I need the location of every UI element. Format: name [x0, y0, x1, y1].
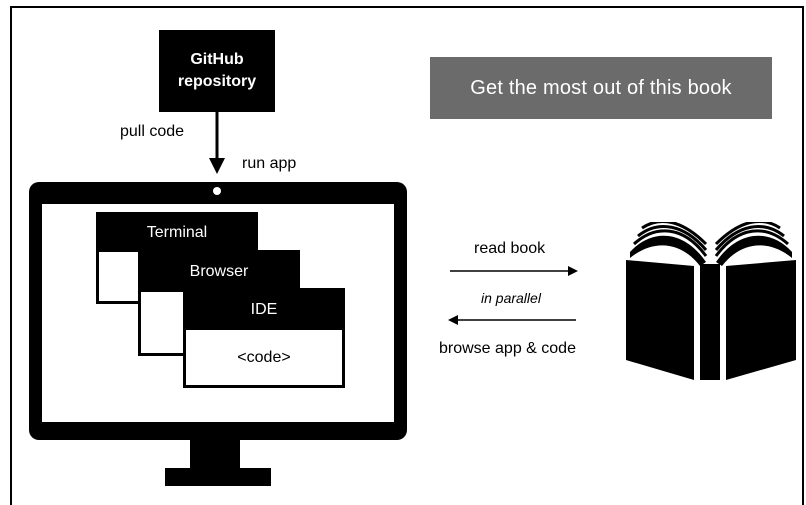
browse-app-label: browse app & code	[439, 340, 576, 357]
ide-title: IDE	[185, 290, 343, 330]
terminal-title: Terminal	[98, 214, 256, 252]
open-book-icon	[626, 222, 796, 380]
desktop-monitor-icon: Terminal Browser IDE <code>	[29, 182, 407, 440]
read-book-arrow	[450, 266, 578, 276]
github-repository-box: GitHub repository	[159, 30, 275, 112]
ide-window: IDE <code>	[183, 288, 345, 388]
github-label-line2: repository	[177, 73, 257, 90]
pull-code-arrow	[209, 112, 225, 174]
github-label-line1: GitHub	[190, 51, 244, 68]
monitor-screen: Terminal Browser IDE <code>	[42, 204, 394, 422]
monitor-base	[165, 468, 271, 486]
in-parallel-label: in parallel	[481, 290, 541, 306]
code-placeholder: <code>	[237, 349, 291, 366]
monitor-neck	[190, 440, 240, 470]
camera-dot	[213, 187, 221, 195]
pull-code-label: pull code	[120, 123, 185, 140]
read-book-label: read book	[474, 240, 546, 257]
browse-app-arrow	[448, 315, 576, 325]
browser-title: Browser	[140, 252, 298, 292]
run-app-label: run app	[242, 155, 297, 172]
diagram-frame	[10, 6, 804, 505]
get-most-out-banner: Get the most out of this book	[430, 57, 772, 119]
